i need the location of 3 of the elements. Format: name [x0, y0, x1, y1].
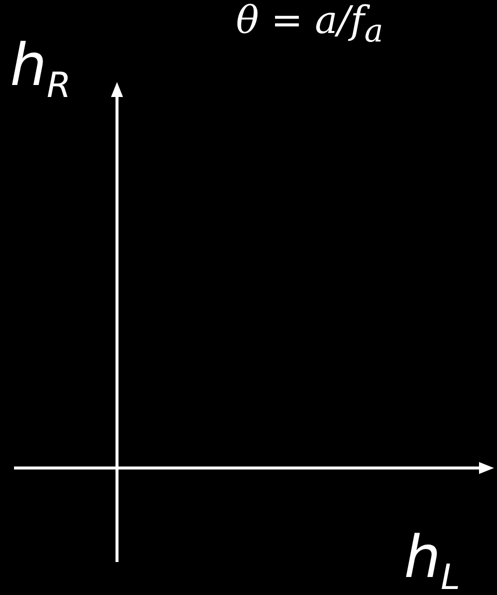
formula: θ = a/f$_{a}$ [236, 0, 384, 50]
axis-label: h$_{L}$ [404, 528, 460, 595]
axis-label: h$_{R}$ [10, 36, 71, 104]
